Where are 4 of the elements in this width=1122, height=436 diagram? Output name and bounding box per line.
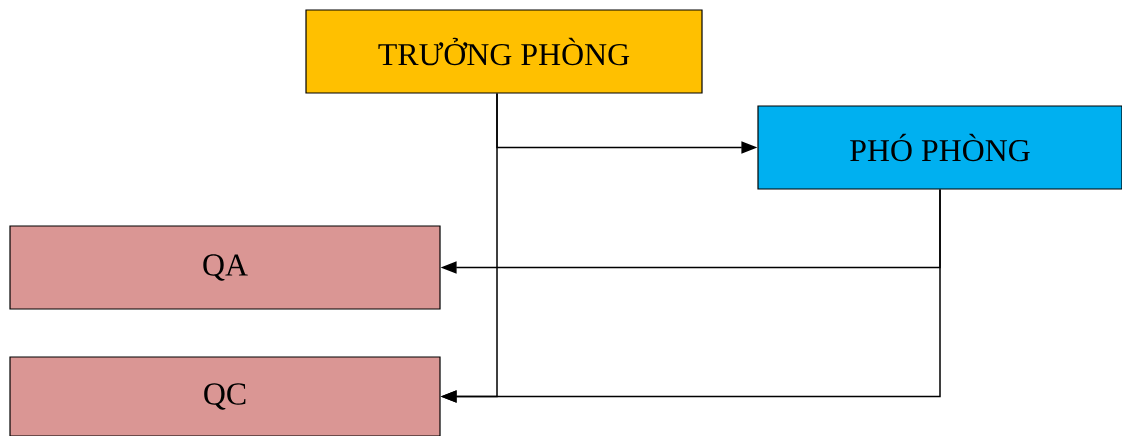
org-box: PHÓ PHÒNG <box>757 105 1122 190</box>
org-box: QA <box>9 225 441 310</box>
org-box: TRƯỞNG PHÒNG <box>305 9 703 94</box>
org-box: QC <box>9 356 441 436</box>
